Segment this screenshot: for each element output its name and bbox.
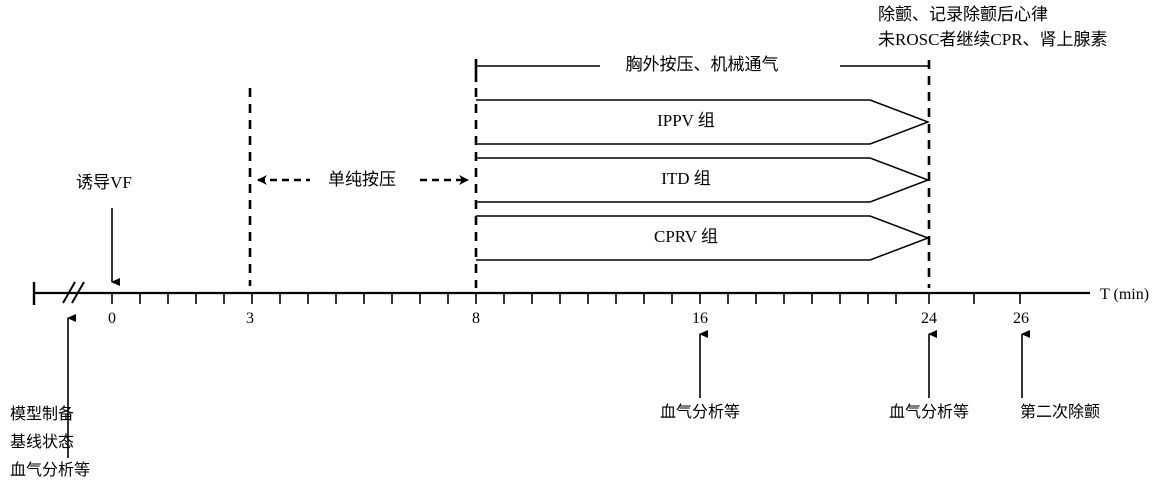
group-arrow-ippv (476, 99, 931, 145)
group-arrow-cprv (476, 215, 931, 261)
annotation-bloodgas-24: 血气分析等 (888, 404, 970, 421)
tick-label-24: 24 (921, 310, 937, 327)
tick-label-16: 16 (692, 310, 708, 327)
annotation-baseline-line2: 基线状态 (10, 434, 75, 451)
time-axis (32, 281, 1090, 305)
tick-label-26: 26 (1013, 310, 1029, 327)
induce-vf-label: 诱导VF (76, 173, 132, 192)
group-label-itd: ITD 组 (661, 169, 711, 188)
axis-label-time: T (min) (1100, 286, 1150, 303)
compression-only-label: 单纯按压 (328, 170, 396, 189)
group-label-ippv: IPPV 组 (657, 111, 715, 130)
tick-label-0: 0 (108, 310, 116, 327)
phase-label-top: 胸外按压、机械通气 (625, 55, 779, 74)
tick-label-3: 3 (246, 310, 254, 327)
annotation-second-defib-26: 第二次除颤 (1019, 404, 1101, 421)
tick-label-8: 8 (472, 310, 480, 327)
group-label-cprv: CPRV 组 (654, 227, 718, 246)
annotation-baseline-line3: 血气分析等 (10, 462, 91, 479)
annotation-baseline-line1: 模型制备 (10, 406, 75, 423)
annotation-bloodgas-16: 血气分析等 (659, 404, 741, 421)
defib-note-line1: 除颤、记录除颤后心律 (878, 5, 1048, 24)
phase-span-line (474, 59, 929, 82)
defib-note-line2: 未ROSC者继续CPR、肾上腺素 (878, 30, 1108, 49)
group-arrow-itd (476, 157, 931, 203)
